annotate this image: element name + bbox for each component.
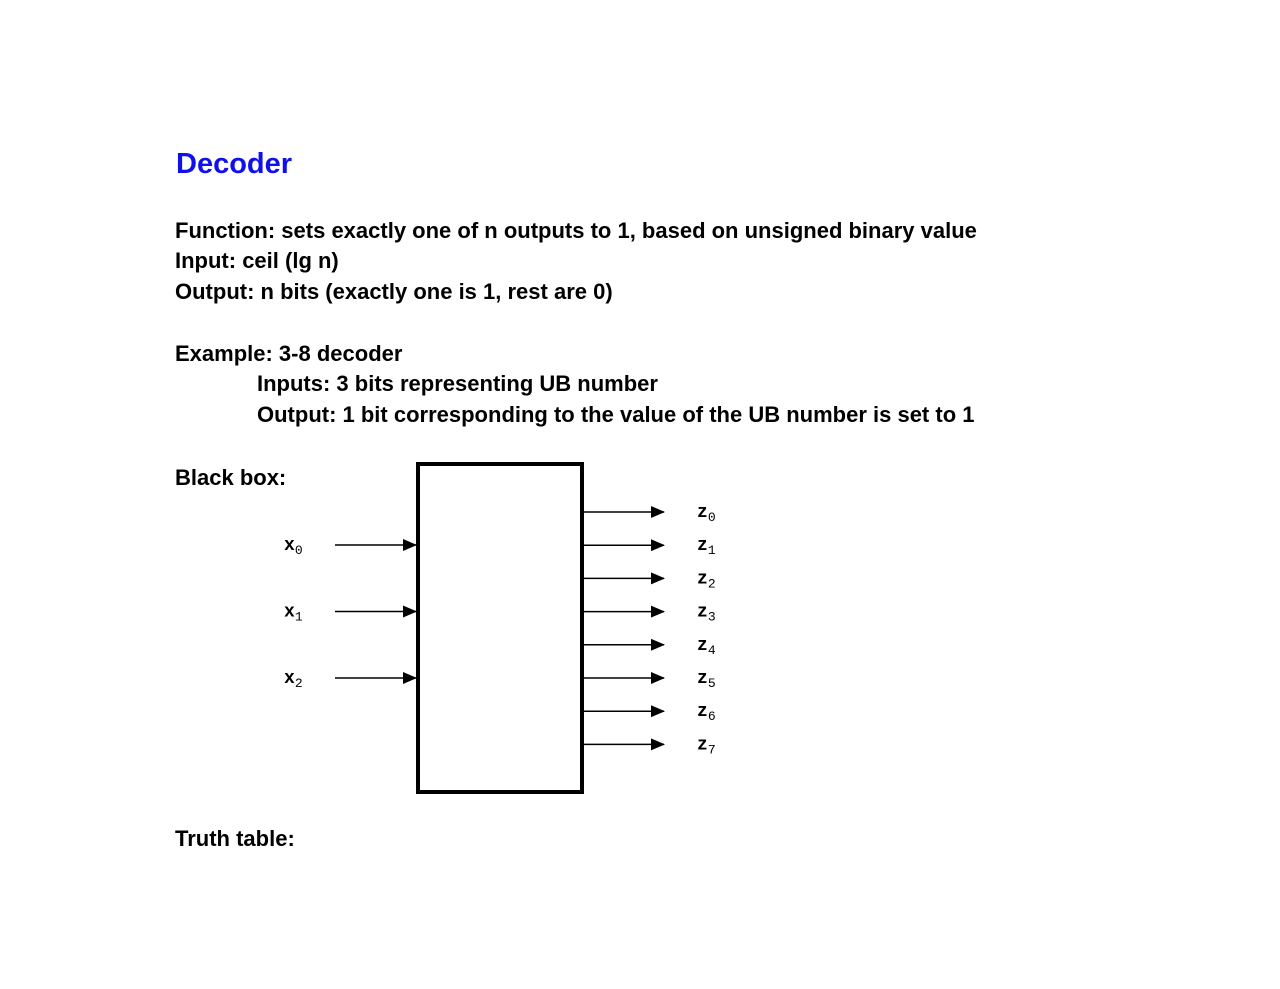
input-label-x1: x1 <box>284 603 303 625</box>
output-label-z3: z3 <box>697 603 716 625</box>
example-output-line: Output: 1 bit corresponding to the value… <box>257 402 975 427</box>
input-line: Input: ceil (lg n) <box>175 248 339 273</box>
output-label-z5: z5 <box>697 669 716 691</box>
example-line: Example: 3-8 decoder <box>175 341 403 366</box>
output-label-z0: z0 <box>697 503 716 525</box>
example-inputs-line: Inputs: 3 bits representing UB number <box>257 371 658 396</box>
truth-table-label: Truth table: <box>175 826 295 851</box>
output-label-z1: z1 <box>697 536 716 558</box>
input-label-x0: x0 <box>284 536 303 558</box>
black-box-label: Black box: <box>175 465 287 490</box>
function-line: Function: sets exactly one of n outputs … <box>175 218 977 243</box>
decoder-box <box>416 462 584 794</box>
input-label-x2: x2 <box>284 669 303 691</box>
output-label-z2: z2 <box>697 569 716 591</box>
output-line: Output: n bits (exactly one is 1, rest a… <box>175 279 613 304</box>
output-label-z7: z7 <box>697 735 716 757</box>
output-label-z6: z6 <box>697 702 716 724</box>
page-title: Decoder <box>176 148 293 180</box>
output-label-z4: z4 <box>697 636 716 658</box>
